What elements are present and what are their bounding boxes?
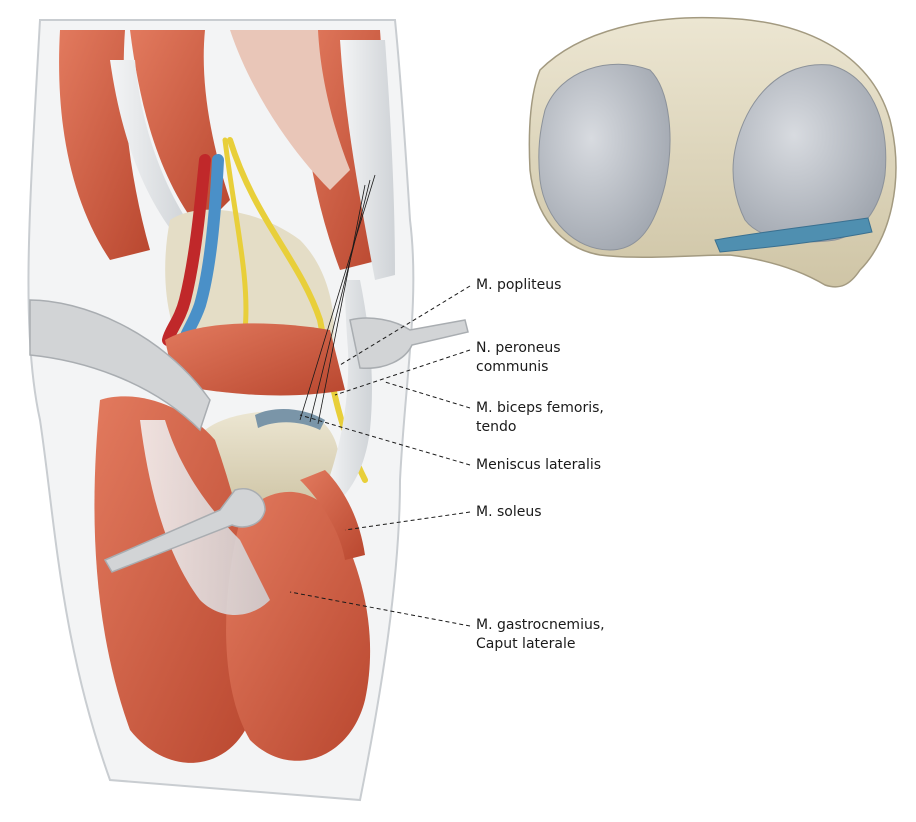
label-soleus: M. soleus (476, 504, 542, 520)
label-peroneus-line1: N. peroneus (476, 340, 561, 356)
tibial-plateau-inset (528, 16, 897, 288)
label-biceps-line2: tendo (476, 419, 517, 435)
nerve-pointer-lines (299, 174, 376, 425)
label-popliteus: M. popliteus (476, 277, 562, 293)
leader-meniscus (299, 414, 471, 466)
label-gastrocnemius-line2: Caput laterale (476, 636, 576, 652)
leader-soleus (344, 511, 471, 531)
retractor-lower (103, 488, 266, 573)
nerves (222, 137, 368, 483)
popliteus-muscle (165, 323, 345, 396)
label-gastrocnemius-line1: M. gastrocnemius, (476, 617, 605, 633)
label-peroneus-line2: communis (476, 359, 549, 375)
label-biceps-line1: M. biceps femoris, (476, 400, 604, 416)
retractor-right (349, 317, 469, 369)
leader-biceps (384, 381, 471, 409)
label-meniscus: Meniscus lateralis (476, 457, 602, 473)
retractor-left (29, 299, 211, 432)
leader-gastrocnemius (289, 591, 471, 627)
popliteal-vessels (162, 154, 224, 346)
leader-peroneus (334, 349, 471, 396)
leader-lines (289, 285, 471, 627)
leader-popliteus (339, 285, 471, 366)
